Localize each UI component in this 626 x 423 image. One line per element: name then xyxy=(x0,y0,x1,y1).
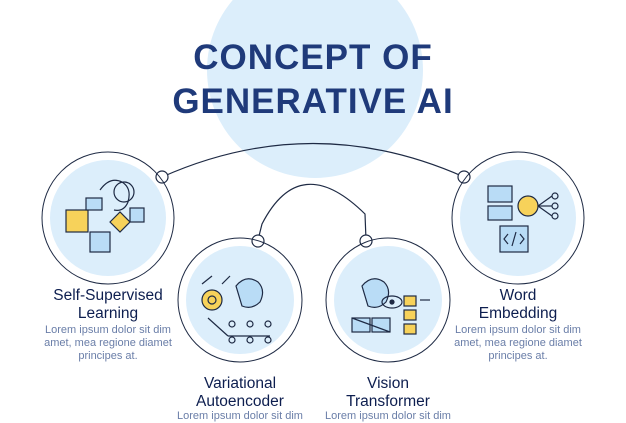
item-1-label-line-2: Learning xyxy=(77,305,139,322)
vision-tiles-icon xyxy=(351,278,430,335)
item-4-label-line-1: Word xyxy=(499,287,537,304)
item-3-label-line-2: Transformer xyxy=(346,393,430,410)
item-2-label-line-2: Autoencoder xyxy=(196,393,284,410)
junction-dot-3 xyxy=(359,234,373,248)
connector-inner xyxy=(257,183,367,241)
item-1-body-line-2: amet, mea regione diamet xyxy=(44,337,172,349)
ring-2 xyxy=(177,237,303,363)
item-1-body-line-1: Lorem ipsum dolor sit dim xyxy=(45,324,171,336)
item-4-label-line-2: Embedding xyxy=(478,305,558,322)
ring-1 xyxy=(41,151,175,285)
item-2-label-line-1: Variational xyxy=(203,375,277,392)
item-1-label-line-1: Self-Supervised xyxy=(53,287,163,304)
icon-circle-1 xyxy=(50,160,166,276)
embedding-chip-icon xyxy=(487,185,559,253)
title-line-2: GENERATIVE AI xyxy=(172,82,454,121)
item-4-body-line-1: Lorem ipsum dolor sit dim xyxy=(455,324,581,336)
connector-arc xyxy=(161,142,465,178)
item-4-body-line-3: principes at. xyxy=(488,350,548,362)
title-background-circle xyxy=(207,0,423,178)
puzzle-robot-icon xyxy=(65,179,145,253)
icon-circle-4 xyxy=(460,160,576,276)
gear-network-icon xyxy=(201,275,272,344)
ring-3 xyxy=(325,237,451,363)
junction-dot-4 xyxy=(457,170,471,184)
title-line-1: CONCEPT OF xyxy=(193,38,433,77)
ring-4 xyxy=(451,151,585,285)
item-3-label-line-1: Vision xyxy=(367,375,409,392)
junction-dot-1 xyxy=(155,170,169,184)
item-1-body-line-3: principes at. xyxy=(78,350,138,362)
item-4-body-line-2: amet, mea regione diamet xyxy=(454,337,582,349)
